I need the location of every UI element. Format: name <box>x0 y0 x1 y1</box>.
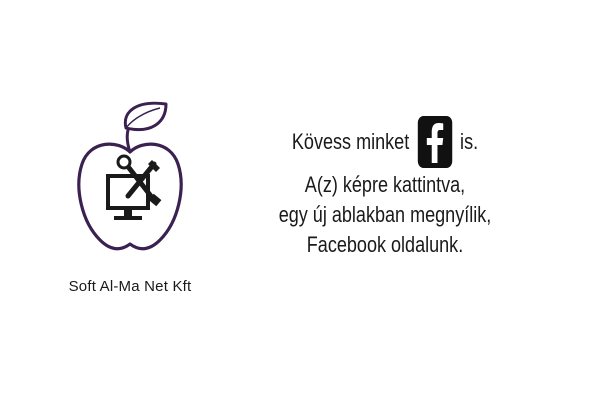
message-line-4: Facebook oldalunk. <box>306 232 464 257</box>
facebook-icon <box>426 123 443 163</box>
follow-us-text: Kövess minket <box>291 129 410 154</box>
company-logo: Soft Al-Ma Net Kft <box>55 92 205 312</box>
facebook-message: Kövess minket is. A(z) képre kattintva, … <box>258 116 512 260</box>
message-line-3: egy új ablakban megnyílik, <box>278 202 492 227</box>
facebook-link-button[interactable] <box>417 116 452 168</box>
company-name: Soft Al-Ma Net Kft <box>68 278 192 295</box>
apple-computer-tools-icon <box>77 101 183 251</box>
message-line-2: A(z) képre kattintva, <box>304 172 466 197</box>
message-line-1: Kövess minket is. <box>258 116 512 168</box>
is-text: is. <box>460 129 479 154</box>
